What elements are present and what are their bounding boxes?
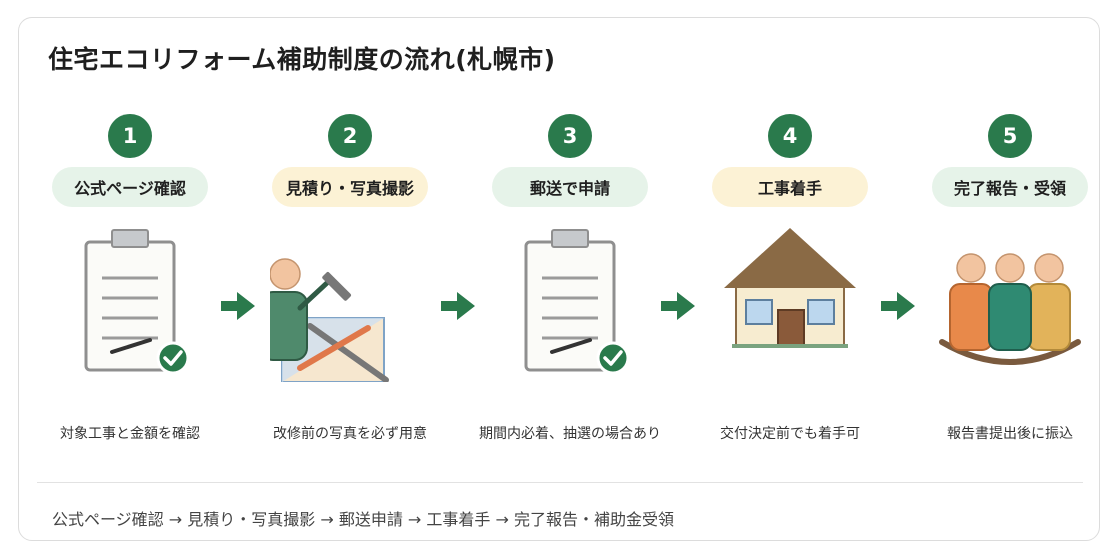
step-label: 完了報告・受領 — [932, 167, 1088, 207]
step-caption: 対象工事と金額を確認 — [60, 426, 200, 442]
house-icon — [724, 228, 856, 348]
step-caption: 改修前の写真を必ず用意 — [273, 426, 427, 442]
page-title: 住宅エコリフォーム補助制度の流れ(札幌市) — [48, 45, 556, 74]
step-caption: 報告書提出後に振込 — [947, 426, 1073, 442]
divider — [37, 482, 1083, 483]
step-number: 1 — [108, 114, 152, 158]
step-label: 工事着手 — [712, 167, 868, 207]
clipboard-check-icon — [84, 229, 190, 375]
arrow-right-icon — [661, 292, 695, 320]
flow-summary: 公式ページ確認 → 見積り・写真撮影 → 郵送申請 → 工事着手 → 完了報告・… — [52, 510, 674, 529]
step-1: 1 公式ページ確認 対象工事と金額を確認 — [50, 0, 210, 460]
step-number: 5 — [988, 114, 1032, 158]
arrow-right-icon — [881, 292, 915, 320]
arrow-right-icon — [441, 292, 475, 320]
step-caption: 交付決定前でも着手可 — [720, 426, 860, 442]
person-camera-icon — [270, 258, 389, 382]
step-5: 5 完了報告・受領 報告書提出後に振込 — [930, 0, 1090, 460]
step-2: 2 見積り・写真撮影 改修前の写真を必ず用意 — [270, 0, 430, 460]
step-label: 郵送で申請 — [492, 167, 648, 207]
step-3: 3 郵送で申請 期間内必着、抽選の場合あり — [479, 0, 661, 460]
step-4: 4 工事着手 交付決定前でも着手可 — [710, 0, 870, 460]
arrow-right-icon — [221, 292, 255, 320]
step-label: 公式ページ確認 — [52, 167, 208, 207]
step-caption: 期間内必着、抽選の場合あり — [479, 426, 661, 442]
step-number: 2 — [328, 114, 372, 158]
group-people-icon — [939, 253, 1081, 365]
step-number: 4 — [768, 114, 812, 158]
clipboard-check-icon — [524, 229, 630, 375]
step-number: 3 — [548, 114, 592, 158]
step-label: 見積り・写真撮影 — [272, 167, 428, 207]
